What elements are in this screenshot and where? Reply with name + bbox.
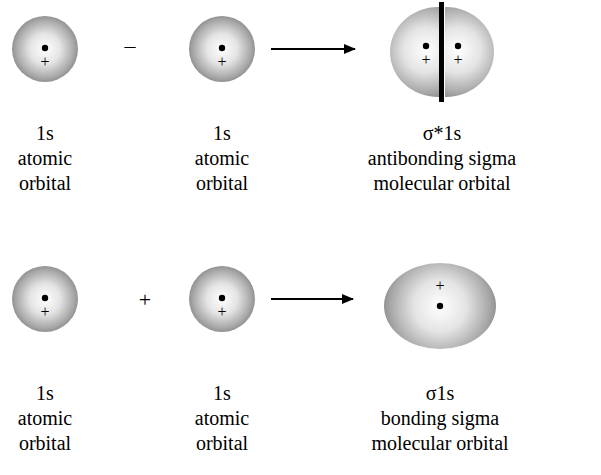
orbital-name: atomic orbital — [0, 146, 90, 196]
caption-group: 1satomic orbital — [0, 380, 90, 456]
atomic-orbital-shape — [188, 15, 256, 83]
phase-sign: + — [40, 54, 49, 70]
operator-sign: + — [139, 289, 151, 311]
orbital-symbol: σ*1s — [357, 120, 527, 146]
orbital-symbol: 1s — [177, 380, 267, 406]
reaction-arrow — [271, 48, 355, 50]
orbital-name: atomic orbital — [0, 406, 90, 456]
orbital-name: bonding sigma molecular orbital — [355, 406, 525, 456]
caption-group: σ*1santibonding sigma molecular orbital — [357, 120, 527, 196]
phase-sign: + — [453, 52, 462, 68]
orbital-name: atomic orbital — [177, 146, 267, 196]
nucleus-dot — [437, 303, 443, 309]
orbital-symbol: σ1s — [355, 380, 525, 406]
bonding-orbital-shape — [383, 262, 497, 350]
orbital-node: + + σ*1santibonding sigma molecular orbita… — [357, 2, 527, 196]
phase-sign: + — [40, 304, 49, 320]
atomic-orbital-shape — [11, 15, 79, 83]
orbital-node: +1satomic orbital — [177, 15, 267, 196]
nucleus-dot — [42, 45, 48, 51]
atomic-orbital-shape — [11, 265, 79, 333]
reaction-arrow — [271, 298, 353, 300]
nucleus-dot — [423, 43, 429, 49]
orbital-node: +1satomic orbital — [177, 265, 267, 456]
orbital-cloud — [12, 266, 78, 332]
orbital-node: + σ1sbonding sigma molecular orbital — [355, 262, 525, 456]
orbital-cloud — [384, 263, 496, 349]
operator-sign: – — [125, 35, 136, 57]
orbital-lobe — [390, 7, 439, 97]
orbital-lobe — [445, 7, 494, 97]
orbital-symbol: 1s — [177, 120, 267, 146]
atomic-orbital-shape — [188, 265, 256, 333]
orbital-cloud — [12, 16, 78, 82]
orbital-name: atomic orbital — [177, 406, 267, 456]
caption-group: σ1sbonding sigma molecular orbital — [355, 380, 525, 456]
phase-sign: + — [217, 54, 226, 70]
orbital-symbol: 1s — [0, 380, 90, 406]
nucleus-dot — [42, 295, 48, 301]
phase-sign: + — [217, 304, 226, 320]
orbital-cloud — [189, 266, 255, 332]
phase-sign: + — [421, 52, 430, 68]
caption-group: 1satomic orbital — [177, 380, 267, 456]
orbital-cloud — [189, 16, 255, 82]
orbital-node: +1satomic orbital — [0, 15, 90, 196]
nucleus-dot — [219, 45, 225, 51]
orbital-name: antibonding sigma molecular orbital — [357, 146, 527, 196]
orbital-node: +1satomic orbital — [0, 265, 90, 456]
nucleus-dot — [219, 295, 225, 301]
nodal-plane — [439, 2, 444, 102]
caption-group: 1satomic orbital — [177, 120, 267, 196]
phase-sign: + — [435, 278, 444, 294]
orbital-symbol: 1s — [0, 120, 90, 146]
antibonding-orbital-shape — [388, 2, 496, 102]
nucleus-dot — [455, 43, 461, 49]
caption-group: 1satomic orbital — [0, 120, 90, 196]
